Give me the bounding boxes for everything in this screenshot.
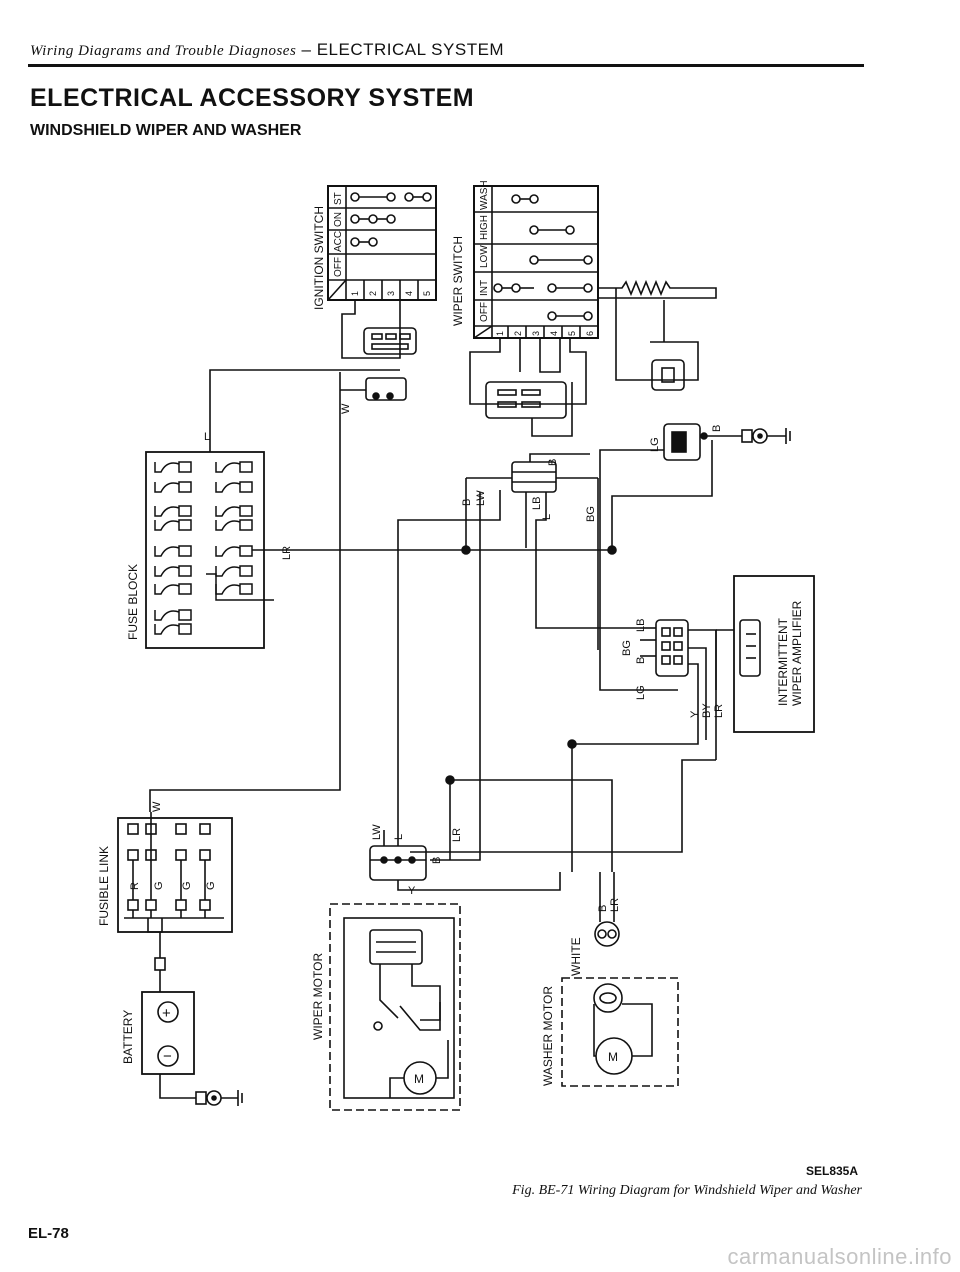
page-subtitle: WINDSHIELD WIPER AND WASHER: [30, 122, 302, 139]
wire-lb-upper: LB: [531, 497, 543, 510]
page-header: Wiring Diagrams and Trouble Diagnoses – …: [30, 40, 504, 60]
wiper-term-4: 4: [549, 331, 559, 336]
wiper-pos-wash: WASH: [479, 180, 490, 210]
wire-lr-amp: LR: [713, 704, 725, 718]
ign-term-2: 2: [368, 291, 378, 296]
ign-term-4: 4: [404, 291, 414, 296]
ignition-switch: IGNITION SWITCH OFF ACC ON ST 1 2 3 4 5: [312, 185, 437, 359]
fuse-block: FUSE BLOCK L LR: [126, 369, 466, 649]
wire-b-right: B: [711, 425, 723, 432]
wire-g-link-2: G: [181, 881, 193, 890]
wire-b-upper-top: B: [547, 459, 559, 466]
wire-by-amp: BY: [701, 703, 713, 718]
wiper-term-1: 1: [495, 331, 505, 336]
battery-label: BATTERY: [121, 1010, 135, 1064]
ign-term-5: 5: [422, 291, 432, 296]
ignition-switch-label: IGNITION SWITCH: [312, 206, 326, 310]
washer-connector: B LR: [594, 872, 621, 947]
wiper-term-6: 6: [585, 331, 595, 336]
right-connector: B LG: [599, 423, 791, 691]
wiper-switch: WIPER SWITCH OFF INT LOW HIGH WASH 1 2 3…: [451, 180, 717, 437]
motor-connector: LW L LR B Y: [369, 824, 561, 897]
ign-pos-off: OFF: [333, 257, 344, 277]
wiper-switch-label: WIPER SWITCH: [451, 236, 465, 326]
wire-bg-amp: BG: [621, 640, 633, 656]
wire-lw-motor: LW: [371, 824, 383, 840]
ign-term-3: 3: [386, 291, 396, 296]
header-dash: –: [296, 40, 317, 59]
ign-pos-acc: ACC: [333, 231, 344, 252]
wiper-pos-low: LOW: [479, 245, 490, 268]
fusible-link-label: FUSIBLE LINK: [97, 846, 111, 926]
wire-lr-washer: LR: [609, 898, 621, 912]
battery: BATTERY + −: [121, 991, 243, 1106]
header-italic: Wiring Diagrams and Trouble Diagnoses: [30, 43, 297, 59]
wire-r-link: R: [129, 882, 141, 890]
washer-motor-m: M: [608, 1050, 618, 1064]
wire-w-top: W: [340, 403, 352, 414]
wire-b-upper: B: [461, 499, 473, 506]
header-rule: [28, 64, 864, 67]
wire-lw-upper: LW: [475, 490, 487, 506]
wire-w-link: W: [151, 801, 163, 812]
washer-motor: WHITE WASHER MOTOR M: [541, 937, 679, 1087]
ign-pos-st: ST: [333, 192, 344, 205]
washer-motor-label: WASHER MOTOR: [541, 986, 555, 1086]
wire-l-upper: L: [541, 514, 553, 520]
wire-y-amp: Y: [689, 710, 701, 718]
wiper-term-5: 5: [567, 331, 577, 336]
wire-b-motor: B: [431, 857, 443, 864]
ign-term-1: 1: [350, 291, 360, 296]
wiper-motor-m: M: [414, 1072, 424, 1086]
wire-y-motor: Y: [408, 885, 416, 897]
wiper-motor-label: WIPER MOTOR: [311, 953, 325, 1040]
page-number: EL-78: [28, 1225, 69, 1242]
wire-lr-fuse: LR: [281, 546, 293, 560]
fusible-link: FUSIBLE LINK W R G G G: [97, 801, 233, 992]
intermittent-amp-label-2: WIPER AMPLIFIER: [790, 600, 804, 706]
wiper-pos-int: INT: [479, 280, 490, 296]
intermittent-amp-label-1: INTERMITTENT: [776, 617, 790, 706]
wire-lg-amp: LG: [635, 685, 647, 700]
wire-bg-upper: BG: [585, 506, 597, 522]
intermittent-amplifier: INTERMITTENT WIPER AMPLIFIER: [733, 575, 815, 733]
washer-white-label: WHITE: [569, 937, 583, 976]
footer-watermark: carmanualsonline.info: [727, 1244, 952, 1269]
figure-code: SEL835A: [806, 1164, 859, 1178]
header-section: ELECTRICAL SYSTEM: [316, 40, 505, 59]
wiper-pos-high: HIGH: [479, 215, 490, 240]
fuse-block-label: FUSE BLOCK: [126, 564, 140, 640]
page-title: ELECTRICAL ACCESSORY SYSTEM: [30, 84, 475, 112]
battery-minus: −: [163, 1048, 172, 1065]
wire-lg-right: LG: [649, 437, 661, 452]
amp-connector: BG B LB LG Y BY LR: [621, 619, 734, 760]
wiper-motor: WIPER MOTOR M: [311, 903, 461, 1111]
ign-pos-on: ON: [333, 212, 344, 227]
wiper-term-2: 2: [513, 331, 523, 336]
wire-lb-amp: LB: [635, 619, 647, 632]
wire-b-amp: B: [635, 657, 647, 664]
battery-plus: +: [162, 1005, 171, 1022]
wire-l-fuse: L: [204, 431, 210, 443]
figure-caption: Fig. BE-71 Wiring Diagram for Windshield…: [512, 1183, 862, 1198]
wire-l-motor: L: [393, 834, 405, 840]
wiper-pos-off: OFF: [479, 302, 490, 322]
wiper-term-3: 3: [531, 331, 541, 336]
wire-b-washer: B: [597, 905, 609, 912]
wire-lr-motor: LR: [451, 828, 463, 842]
wire-g-link-3: G: [205, 881, 217, 890]
wire-g-link-1: G: [153, 881, 165, 890]
upper-connector: B B LW LB L BG: [397, 453, 640, 800]
